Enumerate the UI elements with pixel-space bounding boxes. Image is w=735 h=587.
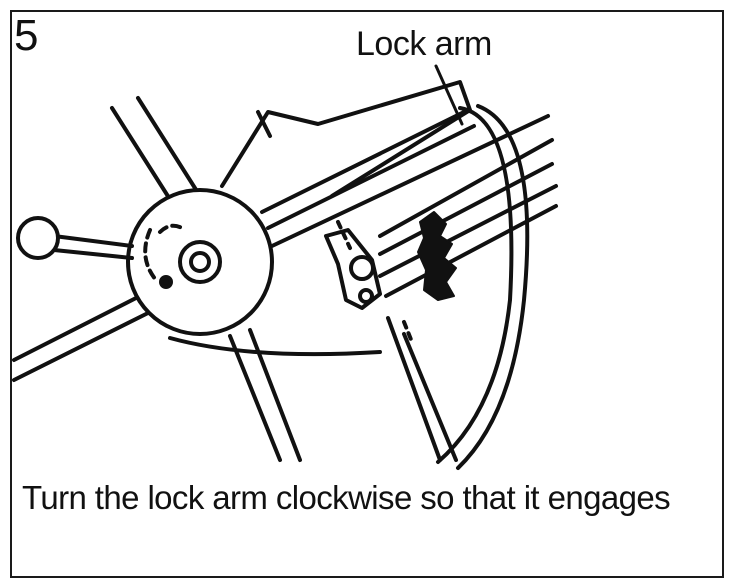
lock-arm-label: Lock arm xyxy=(356,25,492,63)
callout-leader xyxy=(434,64,464,126)
lower-strut-inner xyxy=(402,332,458,462)
wheel-rim xyxy=(436,106,514,464)
housing-bottom-edge xyxy=(168,336,382,357)
knob-handle xyxy=(16,216,134,260)
lower-strut xyxy=(386,316,442,462)
step-number: 5 xyxy=(14,11,39,60)
housing-edge xyxy=(256,110,272,138)
instruction-caption: Turn the lock arm clockwise so that it e… xyxy=(22,479,671,516)
instruction-panel xyxy=(10,10,724,578)
rotation-arrow-icon xyxy=(417,211,457,301)
bracket-bolt xyxy=(349,255,375,281)
housing-plate xyxy=(220,80,472,198)
hub xyxy=(126,188,274,336)
bracket-hole xyxy=(358,288,374,304)
